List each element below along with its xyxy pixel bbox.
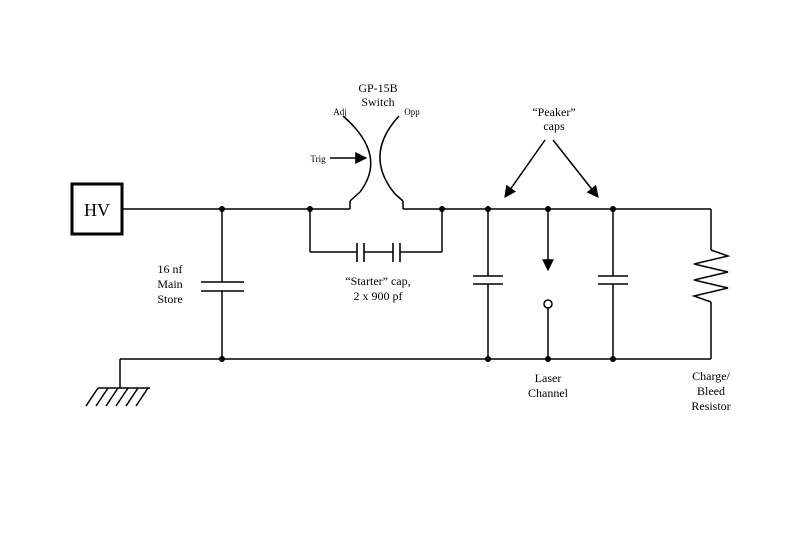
spark-gap-switch <box>330 115 400 195</box>
peaker-capacitor-left <box>473 209 503 359</box>
main-store-label-line1: 16 nf <box>158 262 183 276</box>
starter-label-line2: 2 x 900 pf <box>354 289 403 303</box>
peaker-label-line2: caps <box>543 119 565 133</box>
laser-label-line2: Channel <box>528 386 569 400</box>
peaker-capacitor-right <box>598 209 628 359</box>
laser-label-line1: Laser <box>535 371 562 385</box>
starter-label-line1: “Starter” cap, <box>345 274 410 288</box>
junction-dots <box>219 206 616 362</box>
laser-channel <box>542 209 554 359</box>
main-store-label-line3: Store <box>157 292 182 306</box>
switch-name-label: GP-15B <box>358 81 397 95</box>
switch-type-label: Switch <box>361 95 394 109</box>
resistor-label-line1: Charge/ <box>692 369 730 383</box>
peaker-arrows <box>504 139 599 198</box>
top-rail <box>122 191 711 210</box>
main-store-capacitor <box>201 209 244 359</box>
trig-label: Trig <box>310 154 326 164</box>
opp-label: Opp <box>404 107 420 117</box>
peaker-label-line1: “Peaker” <box>532 105 575 119</box>
main-store-label-line2: Main <box>157 277 182 291</box>
resistor-label-line2: Bleed <box>697 384 725 398</box>
starter-capacitors <box>309 209 443 262</box>
ground-symbol <box>85 359 150 407</box>
resistor-label-line3: Resistor <box>691 399 730 413</box>
hv-label: HV <box>84 200 110 220</box>
hv-source-box <box>70 182 124 236</box>
adj-label: Adj <box>333 107 347 117</box>
charge-bleed-resistor <box>691 209 731 359</box>
